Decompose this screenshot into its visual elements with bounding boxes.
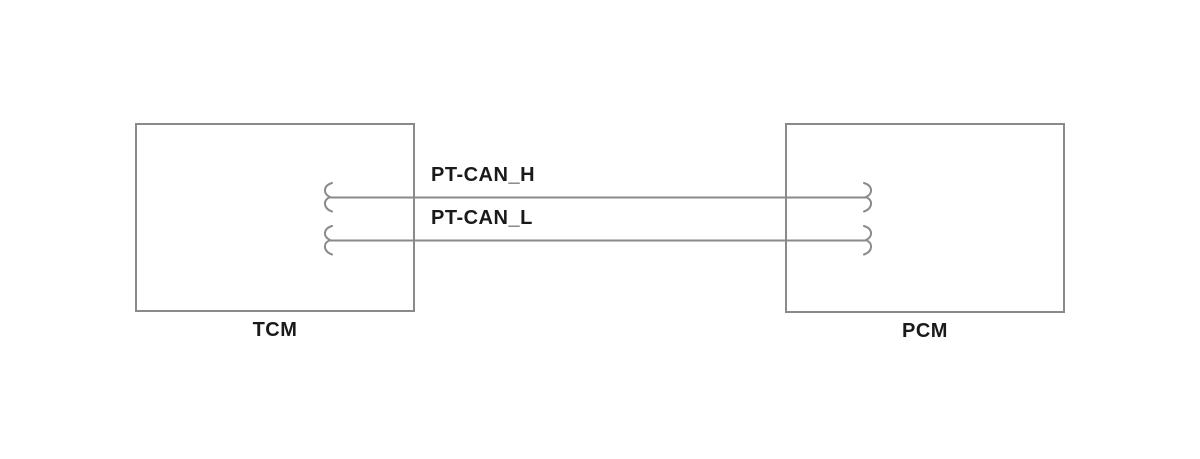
- tcm-module-box: [135, 123, 415, 312]
- pcm-module-label: PCM: [902, 320, 948, 342]
- wire-label-pt-can-l: PT-CAN_L: [431, 207, 533, 229]
- tcm-module-label: TCM: [252, 319, 298, 341]
- pcm-module-box: [785, 123, 1065, 313]
- wire-label-pt-can-h: PT-CAN_H: [431, 164, 536, 186]
